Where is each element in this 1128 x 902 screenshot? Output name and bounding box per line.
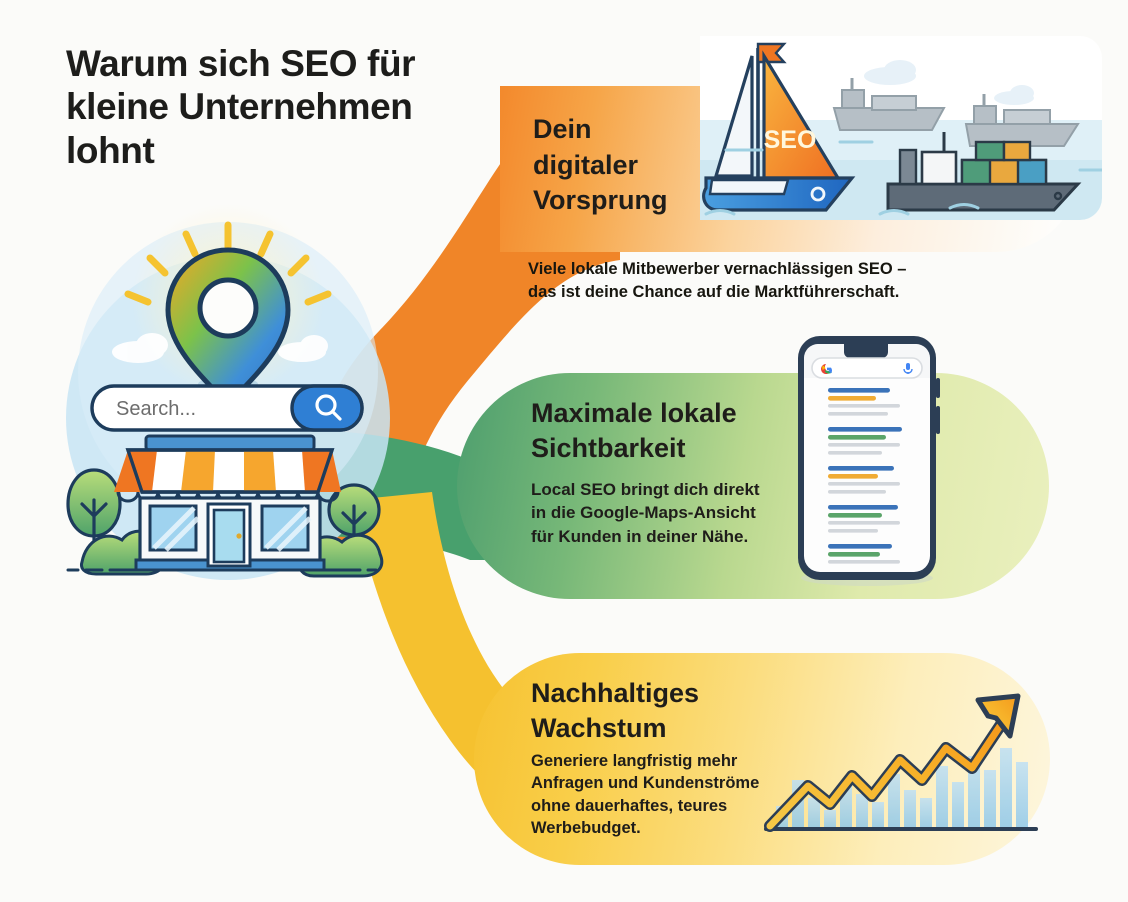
card-body-local-visibility: Local SEO bringt dich direkt in die Goog… bbox=[531, 480, 760, 546]
card-heading-sustainable-growth: Nachhaltiges Wachstum bbox=[531, 678, 700, 743]
sail-label: SEO bbox=[764, 126, 817, 154]
card-heading-local-visibility: Maximale lokale Sichtbarkeit bbox=[531, 398, 737, 463]
door-handle-icon bbox=[236, 533, 242, 539]
cargo-ship-distant-1 bbox=[832, 78, 946, 131]
search-result-rows bbox=[828, 388, 902, 564]
page-title: Warum sich SEO für kleine Unternehmen lo… bbox=[66, 43, 416, 171]
cloud-icon-sea bbox=[864, 60, 1034, 105]
container-ship bbox=[886, 132, 1082, 212]
sail-front bbox=[713, 55, 754, 178]
card-body-sustainable-growth: Generiere langfristig mehr Anfragen und … bbox=[531, 752, 760, 837]
cloud-icon bbox=[112, 333, 328, 363]
microphone-icon[interactable] bbox=[903, 363, 913, 374]
card-local-visibility bbox=[457, 373, 1049, 599]
sun-rays-icon bbox=[124, 221, 332, 306]
growth-chart-arrow-up bbox=[764, 693, 1038, 832]
sailboat-seo: SEO bbox=[702, 42, 856, 212]
arrow-head-icon bbox=[975, 693, 1021, 739]
search-button[interactable] bbox=[290, 384, 364, 432]
card-body-digital-advantage: Viele lokale Mitbewerber vernachlässigen… bbox=[528, 260, 907, 302]
cargo-ship-distant-2 bbox=[964, 94, 1080, 147]
wave-lines bbox=[704, 140, 1102, 216]
awning-shape bbox=[114, 448, 341, 503]
phone-search-bar[interactable] bbox=[811, 357, 923, 379]
storefront-illustration bbox=[66, 434, 378, 572]
search-input-placeholder: Search... bbox=[116, 398, 196, 420]
local-business-scene: Search... bbox=[66, 204, 390, 580]
google-g-icon bbox=[821, 364, 832, 374]
card-heading-digital-advantage: Dein digitaler Vorsprung bbox=[533, 114, 668, 216]
search-bar[interactable]: Search... bbox=[90, 384, 364, 432]
smartphone-google-search-results bbox=[798, 336, 940, 586]
chart-bars bbox=[776, 748, 1028, 828]
magnifier-icon bbox=[315, 394, 342, 421]
sailboat-and-cargo-ships: SEO bbox=[700, 36, 1102, 220]
